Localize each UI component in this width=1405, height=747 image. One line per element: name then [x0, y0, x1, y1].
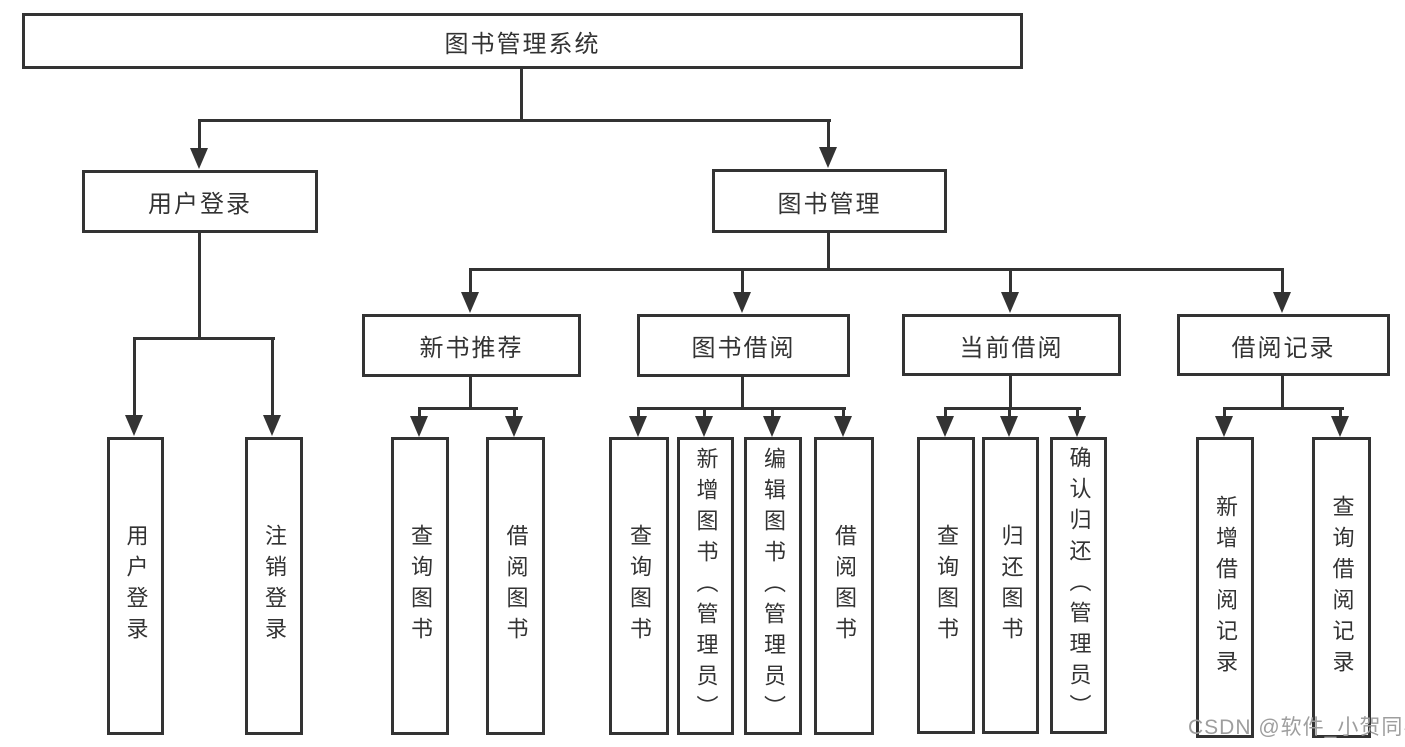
node-new-book-recommend: 新书推荐: [362, 314, 581, 377]
connector-to-current-borrow: [1009, 268, 1012, 294]
connector-current-borrow-stub: [1009, 376, 1012, 407]
connector-to-book-borrow: [741, 268, 744, 294]
node-label: 图书管理系统: [444, 30, 601, 58]
arrowhead-to-current-borrow: [1001, 292, 1019, 313]
node-confirm-return-admin: 确认归还（管理员）: [1050, 437, 1107, 734]
connector-user-login-bar: [133, 337, 275, 340]
connector-root-stub: [520, 69, 523, 119]
node-borrow-record: 借阅记录: [1177, 314, 1390, 376]
connector-borrow-record-stub: [1281, 376, 1284, 407]
connector-root-bar: [198, 119, 831, 122]
node-label: 借阅图书: [503, 524, 529, 648]
arrowhead-to-d1: [1215, 416, 1233, 437]
node-return-book: 归还图书: [982, 437, 1039, 734]
arrowhead-to-user-login: [190, 148, 208, 169]
node-book-management: 图书管理: [712, 169, 947, 233]
node-label: 新增借阅记录: [1213, 494, 1238, 681]
connector-to-c3: [1076, 407, 1079, 418]
connector-to-logout: [271, 337, 274, 417]
connector-current-borrow-bar: [944, 407, 1081, 410]
node-label: 当前借阅: [959, 334, 1064, 362]
arrowhead-to-a2: [505, 416, 523, 437]
connector-to-borrow-record: [1281, 268, 1284, 294]
connector-to-b3: [771, 407, 774, 418]
node-current-borrow: 当前借阅: [902, 314, 1121, 376]
connector-new-book-rec-stub: [469, 377, 472, 407]
node-label: 归还图书: [998, 523, 1024, 648]
arrowhead-to-b1: [629, 416, 647, 437]
node-label: 新增图书（管理员）: [693, 446, 719, 726]
node-do-user-login: 用户登录: [107, 437, 164, 735]
node-label: 借阅图书: [832, 524, 857, 648]
arrowhead-to-d2: [1331, 416, 1349, 437]
arrowhead-to-book-borrow: [733, 292, 751, 313]
node-label: 借阅记录: [1231, 334, 1336, 362]
node-label: 查询图书: [934, 523, 959, 648]
connector-to-b2: [703, 407, 706, 418]
node-user-login: 用户登录: [82, 170, 318, 233]
node-current-query-book: 查询图书: [917, 437, 975, 734]
connector-borrow-record-bar: [1223, 407, 1344, 410]
node-add-borrow-record: 新增借阅记录: [1196, 437, 1254, 738]
node-label: 新书推荐: [419, 335, 524, 362]
arrowhead-to-b3: [763, 416, 781, 437]
connector-to-c2: [1008, 407, 1011, 418]
connector-to-b1: [637, 407, 640, 418]
connector-book-borrow-stub: [741, 377, 744, 407]
connector-to-c1: [944, 407, 947, 418]
arrowhead-to-c2: [1000, 416, 1018, 437]
arrowhead-to-c1: [936, 416, 954, 437]
csdn-watermark: CSDN @软件_小贺同学: [1188, 716, 1405, 739]
connector-to-a2: [513, 407, 516, 418]
node-book-borrow: 图书借阅: [637, 314, 850, 377]
node-label: 查询图书: [627, 524, 652, 648]
connector-to-a1: [418, 407, 421, 418]
arrowhead-to-b4: [834, 416, 852, 437]
connector-to-user-login: [198, 119, 201, 151]
connector-to-d1: [1223, 407, 1226, 418]
node-label: 查询借阅记录: [1329, 494, 1355, 681]
arrowhead-to-new-book-rec: [461, 292, 479, 313]
node-label: 查询图书: [408, 524, 433, 648]
arrowhead-to-b2: [695, 416, 713, 437]
node-label: 编辑图书（管理员）: [761, 446, 786, 726]
node-label: 确认归还（管理员）: [1066, 446, 1092, 725]
arrowhead-to-book-management: [819, 147, 837, 168]
node-library-management-system: 图书管理系统: [22, 13, 1023, 69]
connector-to-new-book-rec: [469, 268, 472, 294]
arrowhead-to-borrow-record: [1273, 292, 1291, 313]
node-query-borrow-record: 查询借阅记录: [1312, 437, 1371, 738]
connector-to-book-management: [827, 119, 830, 150]
connector-book-management-stub: [827, 233, 830, 268]
node-borrow-query-book: 查询图书: [609, 437, 669, 735]
node-edit-book-admin: 编辑图书（管理员）: [744, 437, 802, 735]
connector-to-b4: [842, 407, 845, 418]
connector-book-borrow-bar: [637, 407, 846, 410]
node-label: 注销登录: [262, 524, 287, 648]
node-label: 图书管理: [777, 190, 882, 218]
node-rec-borrow-book: 借阅图书: [486, 437, 545, 735]
connector-to-do-login: [133, 337, 136, 417]
node-label: 用户登录: [123, 524, 149, 648]
arrowhead-to-logout: [263, 415, 281, 436]
connector-book-management-bar: [469, 268, 1284, 271]
node-label: 用户登录: [148, 191, 252, 218]
node-add-book-admin: 新增图书（管理员）: [677, 437, 734, 735]
arrowhead-to-c3: [1068, 416, 1086, 437]
arrowhead-to-do-login: [125, 415, 143, 436]
connector-new-book-rec-bar: [418, 407, 518, 410]
connector-user-login-stub: [198, 233, 201, 337]
node-label: 图书借阅: [691, 335, 796, 362]
node-borrow-book: 借阅图书: [814, 437, 874, 735]
node-logout: 注销登录: [245, 437, 303, 735]
arrowhead-to-a1: [410, 416, 428, 437]
connector-to-d2: [1339, 407, 1342, 418]
node-rec-query-book: 查询图书: [391, 437, 449, 735]
